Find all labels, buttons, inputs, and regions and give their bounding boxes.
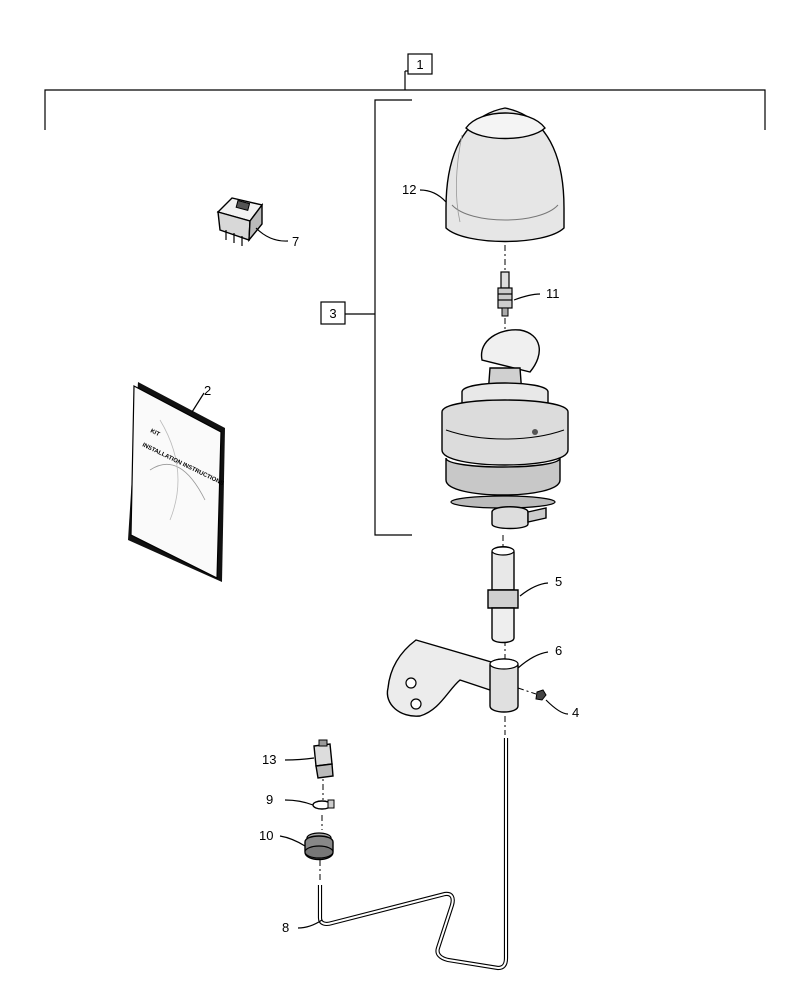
callout-5[interactable]: 5 [555,574,562,589]
bulb[interactable] [497,271,513,317]
grommet[interactable] [304,832,334,861]
svg-text:3: 3 [329,306,336,321]
callout-10[interactable]: 10 [259,828,273,843]
instruction-manual[interactable]: KIT INSTALLATION INSTRUCTIONS [128,382,225,582]
callout-8[interactable]: 8 [282,920,289,935]
mount-pin[interactable] [487,546,519,644]
nut[interactable] [535,689,547,701]
callout-9[interactable]: 9 [266,792,273,807]
clip[interactable] [312,799,335,810]
beacon-assembly-bracket [345,99,412,536]
callout-4[interactable]: 4 [572,705,579,720]
callout-1[interactable]: 1 [407,53,433,75]
connector[interactable] [313,739,334,779]
rocker-switch[interactable] [216,197,264,246]
callout-6[interactable]: 6 [555,643,562,658]
svg-text:1: 1 [416,57,423,72]
callout-2[interactable]: 2 [204,383,211,398]
callout-7[interactable]: 7 [292,234,299,249]
callout-13[interactable]: 13 [262,752,276,767]
callout-3[interactable]: 3 [320,301,346,325]
beacon-base[interactable] [441,329,569,530]
mounting-bracket[interactable] [386,639,519,717]
wire-harness[interactable] [317,738,509,971]
beacon-lens[interactable] [445,107,565,243]
callout-11[interactable]: 11 [546,286,560,301]
callout-12[interactable]: 12 [402,182,416,197]
manual-title: KIT [149,428,161,438]
